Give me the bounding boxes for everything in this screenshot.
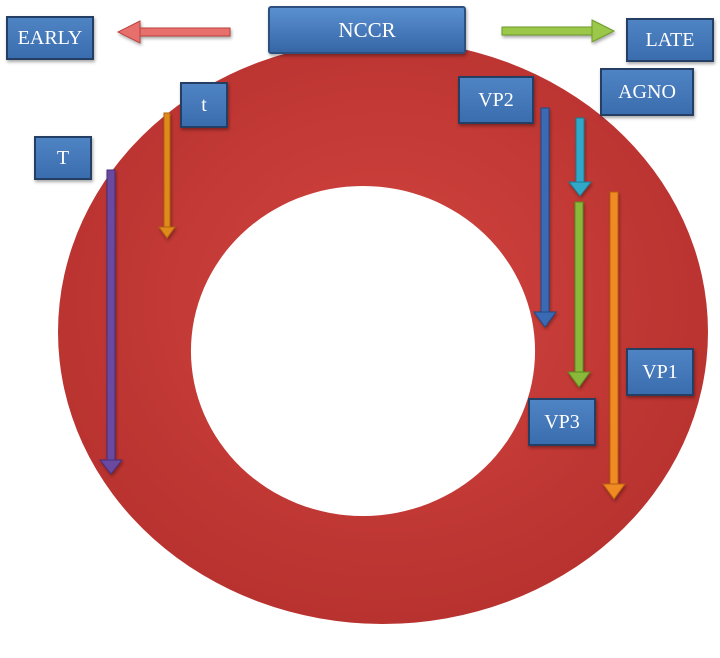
vp2-label: VP2 <box>458 76 534 124</box>
vp2-arrow <box>533 107 557 328</box>
large-t-label: T <box>34 136 92 180</box>
small-t-label: t <box>180 82 228 128</box>
late-label: LATE <box>626 18 714 62</box>
large-t-arrow <box>98 169 124 475</box>
nccr-label: NCCR <box>268 6 466 54</box>
agno-label: AGNO <box>600 68 694 116</box>
vp1-label: VP1 <box>626 348 694 396</box>
early-label: EARLY <box>6 16 94 60</box>
early-arrow <box>116 20 231 44</box>
vp1-arrow <box>602 191 626 500</box>
agno-arrow <box>567 117 593 197</box>
late-arrow <box>501 19 616 43</box>
vp3-arrow <box>567 201 591 388</box>
small-t-arrow <box>158 112 176 239</box>
vp3-label: VP3 <box>528 398 596 446</box>
